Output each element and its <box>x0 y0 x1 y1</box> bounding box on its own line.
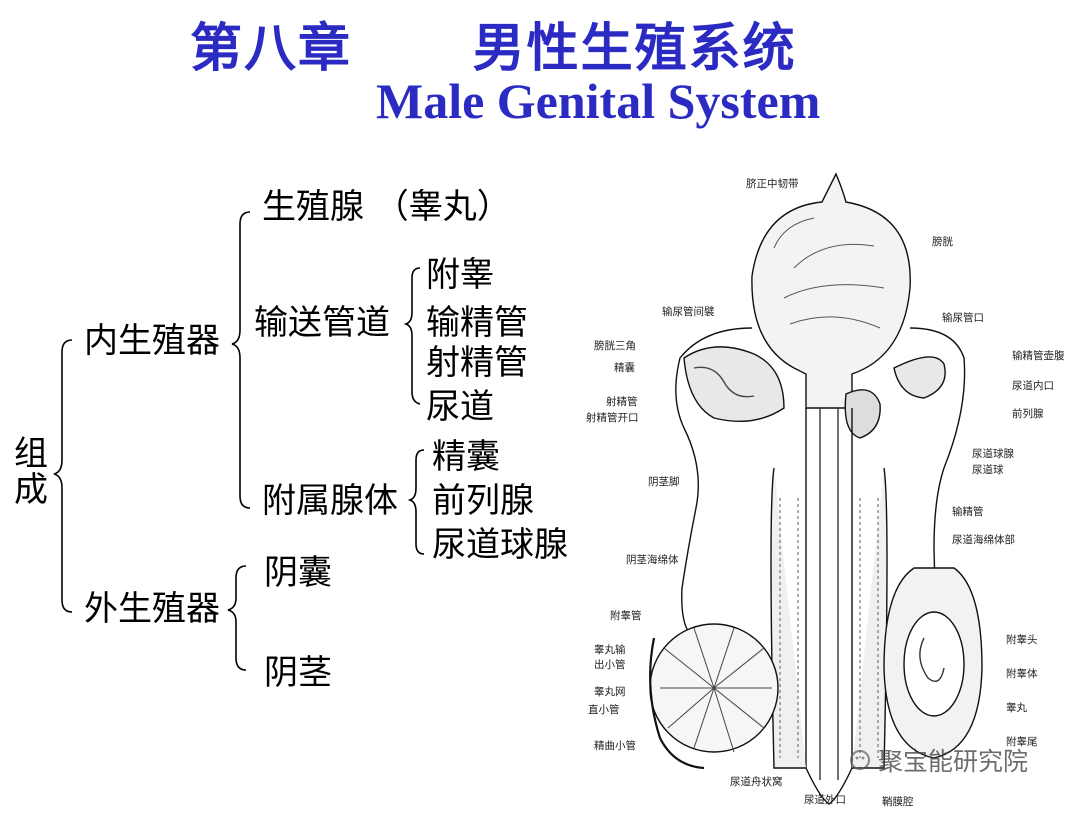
anatomy-figure: 输尿管间襞 膀胱三角 精囊 射精管 射精管开口 阴茎脚 阴茎海绵体 附睾管 睾丸… <box>584 168 1080 810</box>
glands-label: 附属腺体 <box>262 481 398 521</box>
figure-label-left: 输尿管间襞 <box>662 306 715 318</box>
figure-label-right: 附睾头 <box>1006 634 1038 646</box>
gland-item: 精囊 <box>432 437 500 477</box>
duct-item: 尿道 <box>426 387 494 427</box>
external-genitals-label: 外生殖器 <box>84 589 220 629</box>
figure-label-right: 尿道球 <box>972 464 1004 476</box>
gland-item: 前列腺 <box>432 481 534 521</box>
figure-label-left: 精囊 <box>614 362 635 374</box>
duct-item: 输精管 <box>426 303 528 343</box>
duct-item: 附睾 <box>426 255 494 295</box>
external-item: 阴囊 <box>264 553 332 593</box>
anatomy-drawing <box>649 172 983 805</box>
figure-label-left: 睾丸网 <box>594 686 626 698</box>
figure-label-right: 附睾尾 <box>1006 736 1038 748</box>
duct-item: 射精管 <box>426 343 528 383</box>
figure-label-left: 尿道舟状窝 <box>730 776 783 788</box>
external-item: 阴茎 <box>264 653 332 693</box>
figure-label-left: 射精管 <box>606 396 638 408</box>
chapter-title-english: Male Genital System <box>376 73 821 129</box>
figure-label-right: 尿道球腺 <box>972 448 1014 460</box>
figure-label-right: 脐正中韧带 <box>746 178 799 190</box>
figure-label-left: 附睾管 <box>610 610 642 622</box>
watermark-text: 聚宝能研究院 <box>878 747 1029 776</box>
figure-label-bottom: 鞘膜腔 <box>882 796 914 808</box>
chapter-title: 第八章 男性生殖系统 <box>190 18 797 79</box>
figure-label-right: 前列腺 <box>1012 408 1044 420</box>
internal-genitals-label: 内生殖器 <box>84 321 220 361</box>
wechat-icon <box>850 750 870 770</box>
figure-label-right: 膀胱 <box>932 236 953 248</box>
figure-label-right: 输精管壶腹 <box>1012 350 1065 362</box>
figure-label-right: 睾丸 <box>1006 702 1027 714</box>
figure-label-left: 射精管开口 <box>586 412 639 424</box>
figure-label-bottom: 尿道外口 <box>804 794 846 806</box>
ducts-label: 输送管道 <box>254 303 390 343</box>
figure-label-left: 阴茎脚 <box>648 476 680 488</box>
figure-label-right: 输精管 <box>952 506 984 518</box>
figure-label-right: 输尿管口 <box>942 312 984 324</box>
figure-label-left: 精曲小管 <box>594 740 636 752</box>
tree-braces <box>53 211 425 671</box>
figure-label-right: 尿道海绵体部 <box>952 534 1015 546</box>
figure-label-right: 尿道内口 <box>1012 380 1054 392</box>
figure-label-left: 阴茎海绵体 <box>626 554 679 566</box>
gonad-label: 生殖腺 （睾丸） <box>262 187 511 227</box>
figure-label-right: 附睾体 <box>1006 668 1038 680</box>
figure-label-left: 睾丸输出小管 <box>594 644 626 671</box>
gland-item: 尿道球腺 <box>432 525 568 565</box>
figure-label-left: 膀胱三角 <box>594 340 636 352</box>
tree-root-label: 组成 <box>14 434 48 510</box>
figure-label-left: 直小管 <box>588 704 620 716</box>
